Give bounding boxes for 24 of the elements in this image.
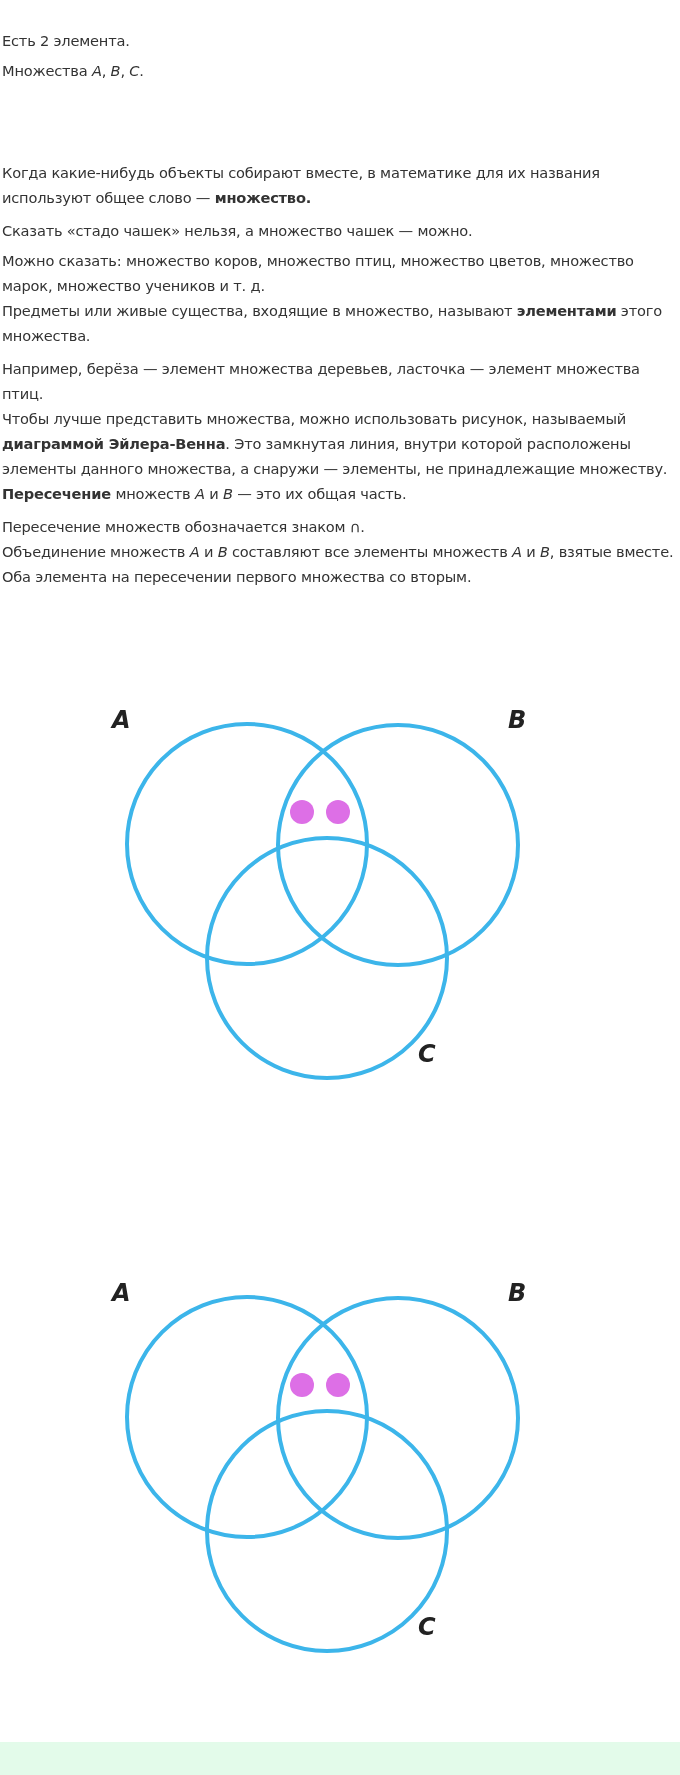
paragraph: Объединение множеств A и B составляют все элементы множеств A и B, взятые вместе. (2, 542, 675, 562)
paragraph: Оба элемента на пересечении первого множества со вторым. (2, 567, 473, 587)
paragraph: Когда какие-нибудь объекты собирают вместе, в математике для их названия используют общее слово — множество. (2, 163, 601, 208)
paragraph: Есть 2 элемента. (2, 31, 131, 51)
paragraph: Множества A, B, C. (2, 61, 145, 81)
paragraph: Чтобы лучше представить множества, можно использовать рисунок, называемый диаграммой Эйлера-Венна. Это замкнутая линия, внутри которой расположены элементы данного множества, а снаружи — элементы, не принадлежащие множеству. (2, 409, 669, 479)
paragraph: Сказать «стадо чашек» нельзя, а множество чашек — можно. (2, 221, 474, 241)
set-letter: B (508, 1279, 527, 1307)
paragraph: Пересечение множеств обозначается знаком ∩. (2, 517, 366, 537)
element-dot (326, 1373, 350, 1397)
element-dot (290, 1373, 314, 1397)
set-letter: C (418, 1040, 436, 1068)
element-dot (326, 800, 350, 824)
set-letter: B (508, 706, 527, 734)
paragraph: Пересечение множеств A и B — это их общая часть. (2, 484, 408, 504)
set-letter: C (418, 1613, 436, 1641)
set-circle (205, 836, 449, 1080)
paragraph: Например, берёза — элемент множества деревьев, ласточка — элемент множества птиц. (2, 359, 641, 404)
element-dot (290, 800, 314, 824)
set-circle (205, 1409, 449, 1653)
set-letter: A (112, 706, 131, 734)
paragraph: Можно сказать: множество коров, множество птиц, множество цветов, множество марок, множество учеников и т. д. (2, 251, 635, 296)
paragraph: Предметы или живые существа, входящие в множество, называют элементами этого множества. (2, 301, 663, 346)
set-letter: A (112, 1279, 131, 1307)
